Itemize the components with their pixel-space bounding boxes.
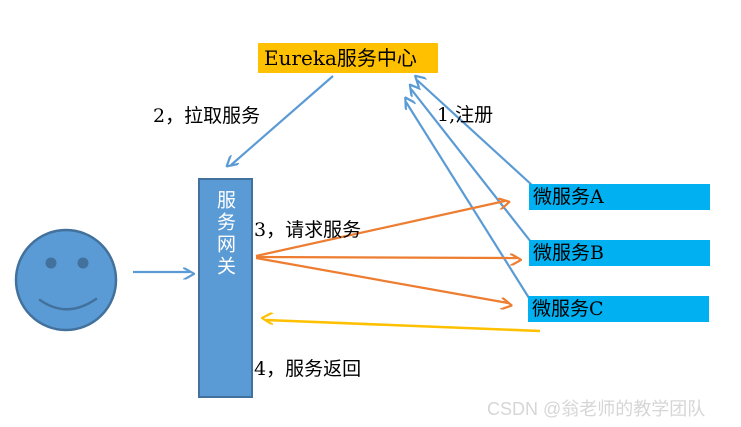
service-gateway-label: 服务网关 <box>214 190 236 278</box>
step-label-respond: 4，服务返回 <box>254 358 362 380</box>
microservice-c-box: 微服务C <box>528 296 709 322</box>
request-arrows <box>255 201 517 303</box>
pull-service-arrow <box>231 75 334 165</box>
csdn-watermark: CSDN @翁老师的教学团队 <box>487 399 706 419</box>
register-arrows <box>406 80 534 299</box>
microservice-a-box: 微服务A <box>529 184 710 210</box>
step-label-request: 3，请求服务 <box>254 219 362 241</box>
return-arrow <box>266 320 541 333</box>
step-label-register: 1,注册 <box>437 104 494 126</box>
service-gateway-box: 服务网关 <box>198 178 253 398</box>
step-label-pull: 2，拉取服务 <box>153 105 261 127</box>
microservice-b-box: 微服务B <box>529 240 710 266</box>
user-smiley-icon <box>14 228 118 332</box>
eureka-service-center-box: Eureka服务中心 <box>258 43 438 73</box>
